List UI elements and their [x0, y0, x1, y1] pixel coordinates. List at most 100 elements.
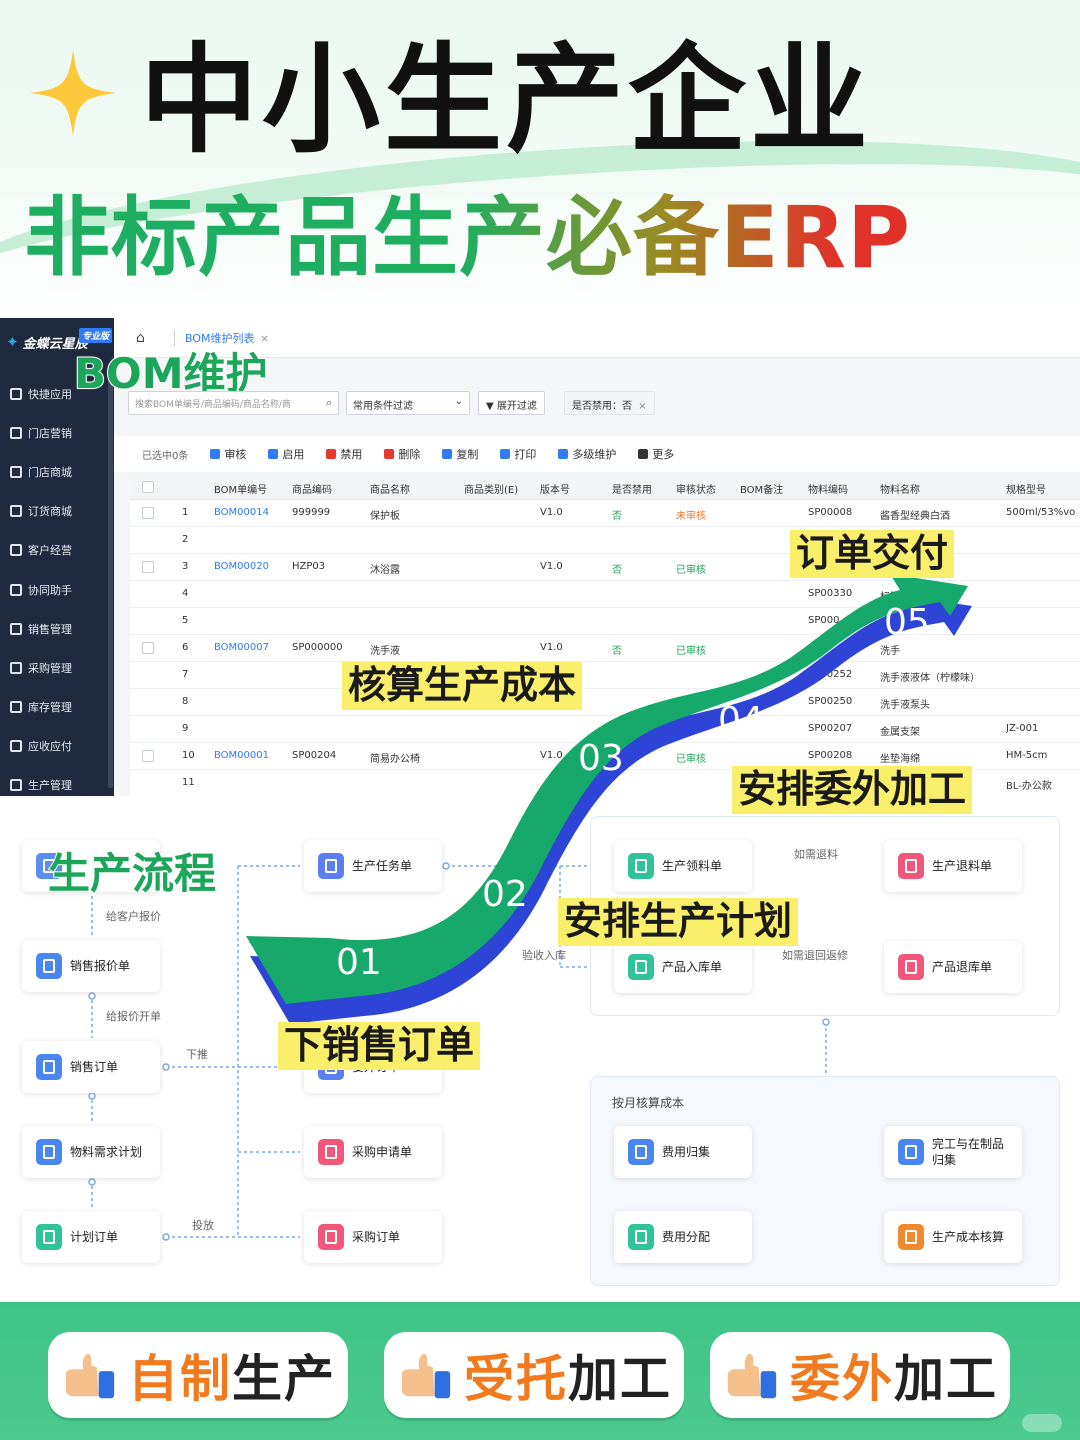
toolbar-button-3[interactable]: 删除 — [384, 446, 420, 462]
sidebar-item-0[interactable]: 快捷应用 — [0, 374, 114, 413]
node-cost-calc[interactable]: 生产成本核算 — [884, 1211, 1022, 1263]
column-header[interactable]: 商品类别(E) — [464, 485, 519, 496]
edition-badge: 专业版 — [78, 328, 112, 343]
sidebar-item-6[interactable]: 销售管理 — [0, 609, 114, 648]
order-icon — [36, 1054, 62, 1080]
close-icon[interactable]: × — [638, 401, 647, 412]
column-header[interactable]: 物料编码 — [808, 485, 848, 496]
column-header[interactable]: 审核状态 — [676, 485, 716, 496]
tab-bom-list[interactable]: BOM维护列表 × — [174, 330, 269, 346]
cell-code: SP00204 — [292, 750, 337, 761]
sidebar-scrollbar[interactable] — [108, 368, 113, 788]
sidebar-item-3[interactable]: 订货商城 — [0, 492, 114, 531]
bom-overlay-label: BOM维护 — [73, 348, 269, 399]
cell-disabled: 否 — [612, 511, 622, 522]
expand-filter-button[interactable]: ▼ 展开过滤 — [478, 391, 545, 415]
toolbar-icon — [638, 449, 649, 459]
node-return-stock[interactable]: 产品退库单 — [884, 941, 1022, 993]
toolbar-button-4[interactable]: 复制 — [442, 446, 478, 462]
sidebar-item-7[interactable]: 采购管理 — [0, 648, 114, 687]
node-label: 完工与在制品归集 — [932, 1137, 1005, 1167]
cell-code: SP000000 — [292, 642, 343, 653]
table-row[interactable]: 2 — [130, 527, 1080, 554]
column-header[interactable]: 物料名称 — [880, 485, 920, 496]
node-task[interactable]: 生产任务单 — [304, 840, 442, 892]
node-return-material[interactable]: 生产退料单 — [884, 840, 1022, 892]
sidebar-item-label: 销售管理 — [28, 622, 72, 636]
node-mrp[interactable]: 物料需求计划 — [22, 1126, 160, 1178]
cell-bom[interactable]: BOM00014 — [214, 507, 269, 518]
pill-main: 加工 — [568, 1350, 672, 1408]
cell-bom[interactable]: BOM00007 — [214, 642, 269, 653]
home-icon[interactable]: ⌂ — [136, 330, 145, 346]
column-header[interactable]: 版本号 — [540, 485, 570, 496]
search-icon[interactable]: ⌕ — [325, 396, 332, 409]
toolbar-button-0[interactable]: 审核 — [210, 446, 246, 462]
row-checkbox[interactable] — [142, 750, 154, 762]
sidebar-item-9[interactable]: 应收应付 — [0, 727, 114, 766]
sidebar: ✦ 金蝶云星辰 专业版 快捷应用门店营销门店商城订货商城客户经营协同助手销售管理… — [0, 318, 114, 796]
refresh-icon — [628, 1224, 654, 1250]
column-header[interactable]: 是否禁用 — [612, 485, 652, 496]
purchase-icon — [10, 661, 22, 674]
toolbar-button-2[interactable]: 禁用 — [326, 446, 362, 462]
node-purchase-order[interactable]: 采购订单 — [304, 1211, 442, 1263]
table-header: BOM单编号 商品编码 商品名称 商品类别(E) 版本号 是否禁用 审核状态 BOM备注 物料编… — [130, 474, 1080, 500]
expand-filter-label: 展开过滤 — [496, 401, 537, 412]
cell-name: 保护板 — [370, 511, 400, 522]
filter-select[interactable]: 常用条件过滤 ⌄ — [346, 391, 470, 415]
row-checkbox[interactable] — [142, 642, 154, 654]
cell-mname: 洗手 — [880, 646, 900, 657]
node-cost-alloc[interactable]: 费用分配 — [614, 1211, 752, 1263]
column-header[interactable]: 商品名称 — [370, 485, 410, 496]
node-start[interactable] — [22, 840, 160, 892]
sparkle-icon — [29, 49, 117, 137]
cell-ver: V1.0 — [540, 642, 563, 653]
cell-spec: BL-办公款 — [1006, 781, 1052, 792]
column-header[interactable]: 商品编码 — [292, 485, 332, 496]
column-header[interactable]: 规格型号 — [1006, 485, 1046, 496]
node-sales-order[interactable]: 销售订单 — [22, 1041, 160, 1093]
row-number: 9 — [182, 723, 189, 734]
search-input[interactable]: 搜索BOM单编号/商品编码/商品名称/商 ⌕ — [128, 391, 339, 415]
sidebar-item-1[interactable]: 门店营销 — [0, 413, 114, 452]
sidebar-item-10[interactable]: 生产管理 — [0, 766, 114, 796]
toolbar-button-5[interactable]: 打印 — [500, 446, 536, 462]
node-plan-order[interactable]: 计划订单 — [22, 1211, 160, 1263]
node-sales-quote[interactable]: 销售报价单 — [22, 940, 160, 992]
sidebar-item-2[interactable]: 门店商城 — [0, 452, 114, 491]
toolbar-button-7[interactable]: 更多 — [638, 446, 674, 462]
row-checkbox[interactable] — [142, 507, 154, 519]
toolbar-button-1[interactable]: 启用 — [268, 446, 304, 462]
sidebar-item-4[interactable]: 客户经营 — [0, 531, 114, 570]
toolbar-label: 打印 — [514, 448, 537, 461]
callout-sales-order: 下销售订单 — [278, 1022, 481, 1070]
toolbar-button-6[interactable]: 多级维护 — [558, 446, 616, 462]
close-icon[interactable]: × — [260, 332, 270, 345]
node-cost-collect[interactable]: 费用归集 — [614, 1126, 752, 1178]
row-checkbox[interactable] — [142, 561, 154, 573]
node-in-stock[interactable]: 产品入库单 — [614, 941, 752, 993]
column-header[interactable]: BOM备注 — [740, 485, 784, 496]
node-wip[interactable]: 完工与在制品归集 — [884, 1126, 1022, 1178]
node-purchase-request[interactable]: 采购申请单 — [304, 1126, 442, 1178]
row-number: 1 — [182, 507, 189, 518]
sidebar-item-5[interactable]: 协同助手 — [0, 570, 114, 609]
cell-bom[interactable]: BOM00020 — [214, 561, 269, 572]
column-header[interactable]: BOM单编号 — [214, 485, 268, 496]
select-all-checkbox[interactable] — [142, 481, 154, 493]
cell-mcode: SP00250 — [808, 696, 853, 707]
sidebar-item-label: 采购管理 — [28, 661, 72, 675]
sidebar-item-8[interactable]: 库存管理 — [0, 688, 114, 727]
cell-name: 洗手液 — [370, 646, 400, 657]
node-pick[interactable]: 生产领料单 — [614, 840, 752, 892]
disabled-filter-chip[interactable]: 是否禁用：否 × — [564, 391, 655, 415]
cell-bom[interactable]: BOM00001 — [214, 750, 269, 761]
